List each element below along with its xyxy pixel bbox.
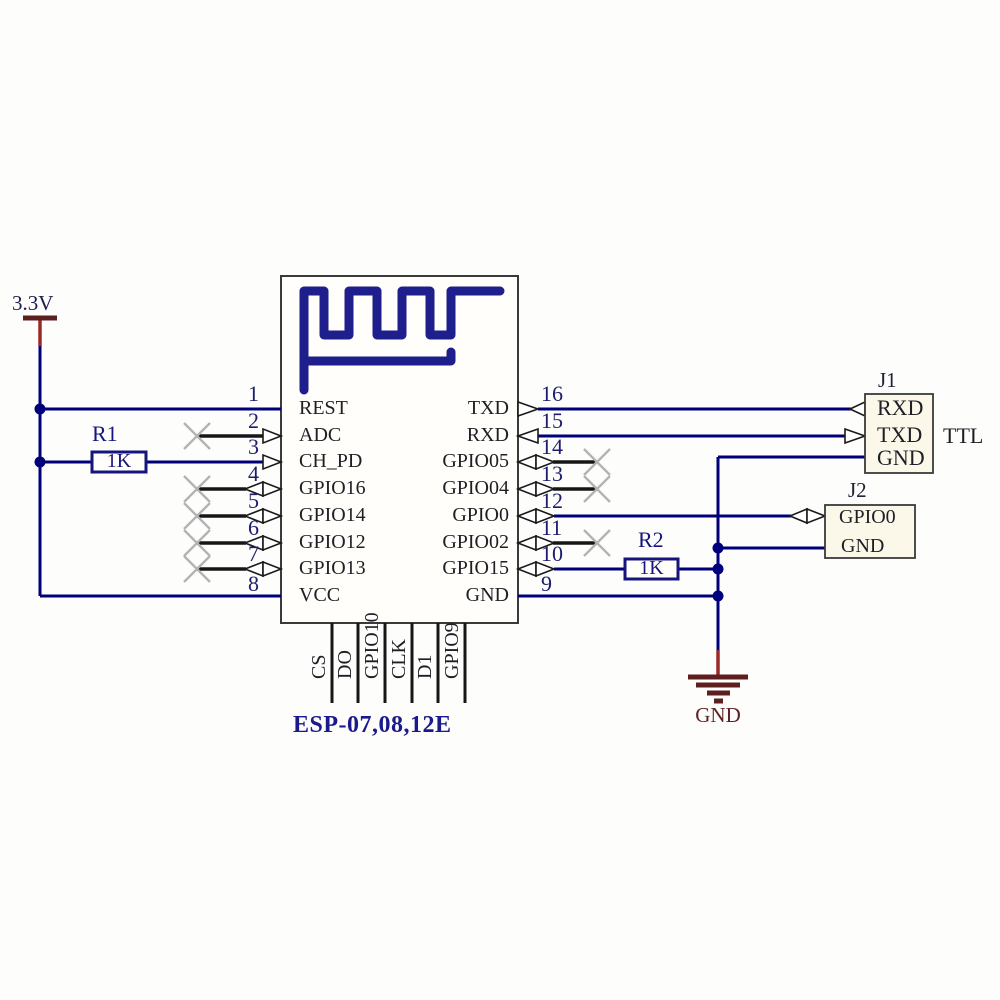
pin-number-9: 9 bbox=[541, 571, 552, 596]
power-rail-label: 3.3V bbox=[12, 291, 54, 315]
connector-j2-box bbox=[824, 504, 916, 559]
pin-label-gpio16: GPIO16 bbox=[299, 477, 366, 499]
resistor-r1-ref: R1 bbox=[92, 421, 118, 446]
pin-label-gnd: GND bbox=[465, 584, 509, 606]
ttl-annotation: TTL bbox=[943, 423, 984, 448]
pin-arrows bbox=[242, 400, 868, 578]
pin-number-12: 12 bbox=[541, 488, 563, 513]
pin-label-d1: D1 bbox=[414, 654, 436, 679]
pin-number-7: 7 bbox=[248, 541, 259, 566]
pin-number-16: 16 bbox=[541, 381, 563, 406]
power-symbol bbox=[23, 315, 57, 346]
junction-dots bbox=[34, 403, 724, 602]
connector-j1-ref: J1 bbox=[878, 368, 897, 392]
pin-label-gpio02: GPIO02 bbox=[442, 531, 509, 553]
pin-number-8: 8 bbox=[248, 571, 259, 596]
pin-label-rest: REST bbox=[299, 397, 348, 419]
pin-label-cs: CS bbox=[308, 654, 330, 679]
pin-label-gpio13: GPIO13 bbox=[299, 557, 366, 579]
pin-number-2: 2 bbox=[248, 408, 259, 433]
pin-number-6: 6 bbox=[248, 515, 259, 540]
pin-label-clk: CLK bbox=[388, 639, 410, 679]
pin-label-gpio10: GPIO10 bbox=[361, 612, 383, 679]
pin-label-gpio14: GPIO14 bbox=[299, 504, 366, 526]
pin-label-vcc: VCC bbox=[299, 584, 341, 606]
resistor-r2-box bbox=[623, 557, 680, 581]
pin-label-txd: TXD bbox=[467, 397, 509, 419]
pin-label-rxd: RXD bbox=[466, 424, 509, 446]
pin-label-gpio04: GPIO04 bbox=[442, 477, 509, 499]
resistor-r1-box bbox=[90, 450, 148, 474]
pin-number-3: 3 bbox=[248, 434, 259, 459]
pin-number-10: 10 bbox=[541, 541, 563, 566]
pin-number-14: 14 bbox=[541, 434, 563, 459]
bottom-pin-stubs bbox=[330, 623, 467, 703]
pin-label-gpio0: GPIO0 bbox=[452, 504, 509, 526]
pin-number-1: 1 bbox=[248, 381, 259, 406]
j2-pin-gnd: GND bbox=[841, 535, 885, 557]
j1-pin-gnd: GND bbox=[877, 445, 925, 470]
pin-label-adc: ADC bbox=[299, 424, 342, 446]
pin-label-ch-pd: CH_PD bbox=[299, 450, 363, 472]
resistor-r2-value: 1K bbox=[639, 557, 664, 579]
ground-label: GND bbox=[695, 703, 741, 727]
resistor-r2-ref: R2 bbox=[638, 527, 664, 552]
j2-pin-gpio0: GPIO0 bbox=[839, 506, 896, 528]
pin-label-gpio15: GPIO15 bbox=[442, 557, 509, 579]
pin-number-11: 11 bbox=[541, 515, 563, 540]
pin-label-do: DO bbox=[334, 650, 356, 679]
module-name-label: ESP-07,08,12E bbox=[293, 712, 452, 738]
ground-symbol bbox=[688, 650, 748, 704]
no-connect-stubs bbox=[197, 434, 597, 571]
wires bbox=[38, 346, 865, 650]
connector-j2-ref: J2 bbox=[848, 478, 867, 502]
connector-j1-box bbox=[864, 393, 934, 474]
antenna-trace bbox=[299, 286, 505, 395]
pin-label-gpio12: GPIO12 bbox=[299, 531, 366, 553]
no-connect-x-marks bbox=[183, 422, 611, 583]
pin-number-4: 4 bbox=[248, 461, 259, 486]
pin-label-gpio05: GPIO05 bbox=[442, 450, 509, 472]
resistor-r1-value: 1K bbox=[106, 450, 132, 472]
pin-number-5: 5 bbox=[248, 488, 259, 513]
j1-pin-rxd: RXD bbox=[877, 395, 924, 420]
pin-number-15: 15 bbox=[541, 408, 563, 433]
pin-number-13: 13 bbox=[541, 461, 563, 486]
j1-pin-txd: TXD bbox=[877, 422, 923, 447]
pin-label-gpio9: GPIO9 bbox=[441, 622, 463, 679]
